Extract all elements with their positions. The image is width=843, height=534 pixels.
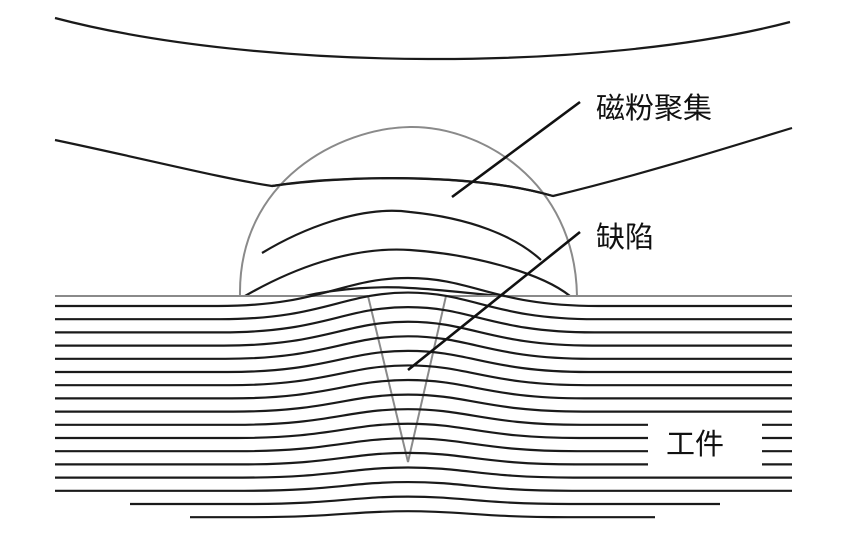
dome-field-line-3 — [244, 248, 571, 297]
particle-accumulation-dome — [238, 125, 578, 297]
workpiece-field-line — [55, 349, 792, 374]
workpiece-field-line — [55, 408, 792, 426]
workpiece-field-line — [55, 451, 792, 466]
workpiece-field-line — [55, 378, 792, 400]
workpiece-field-line — [55, 335, 792, 360]
dome-field-line-2 — [261, 209, 542, 261]
air-field-line-2 — [54, 126, 793, 198]
workpiece-field-line — [190, 510, 655, 519]
workpiece-field-lines — [55, 276, 792, 519]
workpiece-field-line — [55, 276, 792, 308]
workpiece-field-line — [55, 291, 792, 321]
workpiece-field-line — [55, 393, 792, 413]
label-defect: 缺陷 — [596, 220, 654, 254]
leader-line-accumulation — [451, 100, 581, 199]
leader-lines — [407, 100, 581, 372]
workpiece-field-line — [55, 422, 792, 440]
workpiece-field-line — [55, 306, 792, 334]
label-accumulation: 磁粉聚集 — [596, 91, 712, 125]
air-field-line-top — [54, 16, 791, 61]
workpiece-field-line — [55, 437, 792, 453]
leader-line-defect — [407, 230, 581, 372]
workpiece-field-line — [55, 364, 792, 387]
dome-field-line-1 — [271, 177, 554, 198]
label-workpiece: 工件 — [666, 427, 724, 461]
workpiece-field-line — [55, 466, 792, 479]
workpiece-field-line — [55, 320, 792, 347]
workpiece-field-line — [55, 480, 792, 492]
workpiece-label-background — [648, 418, 762, 468]
workpiece-field-line — [130, 495, 720, 506]
